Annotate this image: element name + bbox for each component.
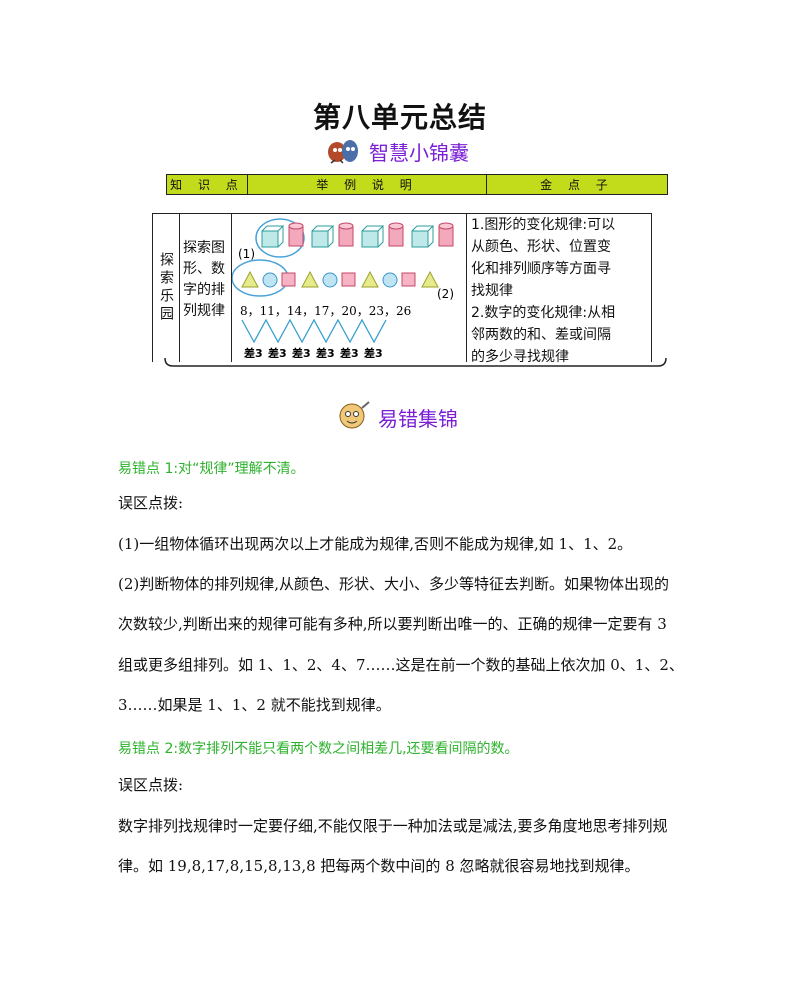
mascot-icon	[339, 401, 370, 429]
paragraph-line: 次数较少,判断出来的规律可能有多种,所以要判断出唯一的、正确的规律一定要有 3	[118, 615, 667, 633]
topic-line: 列规律	[183, 303, 225, 319]
tip-line: 找规律	[471, 283, 513, 299]
diff-label: 差3	[340, 346, 359, 360]
tip-line: 2.数字的变化规律:从相	[471, 305, 616, 321]
example-label-2: (2)	[437, 287, 454, 301]
tip-line: 从颜色、形状、位置变	[471, 239, 611, 255]
section-badge-wisdom: 智慧小锦囊	[323, 136, 469, 166]
paragraph-line: (1)一组物体循环出现两次以上才能成为规律,否则不能成为规律,如 1、1、2。	[118, 535, 633, 553]
diff-label: 差3	[316, 346, 335, 360]
page-title: 第八单元总结	[312, 101, 487, 134]
header-knowledge: 知 识 点	[167, 175, 248, 194]
section-title-mistakes: 易错集锦	[378, 406, 458, 431]
table-header: 知 识 点 举 例 说 明 金 点 子	[166, 174, 668, 195]
mistake-point-1: 易错点 1:对“规律”理解不清。	[118, 461, 305, 477]
topic-cell: 探索图 形、数 字的排 列规律	[180, 214, 232, 362]
number-sequence: 8，11，14，17，20，23，26	[240, 304, 411, 318]
pattern-illustration: (1) (2) 8，11，14，17，20，23，26 差3 差3 差3 差3 …	[231, 218, 454, 360]
topic-line: 探索图	[183, 240, 225, 256]
cube-icon	[261, 225, 285, 248]
category-cell: 探索乐园	[153, 214, 180, 362]
paragraph-line: 数字排列找规律时一定要仔细,不能仅限于一种加法或是减法,要多角度地思考排列规	[118, 817, 668, 835]
cylinder-icon	[288, 222, 304, 247]
header-tips: 金 点 子	[540, 178, 614, 192]
mistake-point-2: 易错点 2:数字排列不能只看两个数之间相差几,还要看间隔的数。	[118, 741, 519, 757]
tips-cell: 1.图形的变化规律:可以 从颜色、形状、位置变 化和排列顺序等方面寻 找规律 2…	[467, 214, 651, 365]
diff-label: 差3	[268, 346, 287, 360]
tip-line: 的多少寻找规律	[471, 349, 569, 365]
section-badge-mistakes: 易错集锦	[334, 400, 458, 434]
header-examples: 举 例 说 明	[248, 175, 487, 194]
analysis-heading-1: 误区点拨:	[118, 494, 184, 512]
diff-label: 差3	[364, 346, 383, 360]
mascot-icon	[328, 140, 358, 164]
diff-label: 差3	[292, 346, 311, 360]
tip-line: 1.图形的变化规律:可以	[471, 217, 616, 233]
topic-line: 形、数	[183, 261, 225, 277]
paragraph-line: 组或更多组排列。如 1、1、2、4、7……这是在前一个数的基础上依次加 0、1、…	[118, 656, 684, 674]
section-title-wisdom: 智慧小锦囊	[369, 140, 469, 165]
tip-line: 化和排列顺序等方面寻	[471, 261, 611, 277]
paragraph-line: (2)判断物体的排列规律,从颜色、形状、大小、多少等特征去判断。如果物体出现的	[118, 575, 670, 593]
paragraph-line: 3……如果是 1、1、2 就不能找到规律。	[118, 696, 391, 714]
summary-table: 探索乐园 探索图 形、数 字的排 列规律 (1)	[152, 213, 652, 365]
topic-line: 字的排	[183, 282, 225, 298]
example-label-1: (1)	[238, 247, 255, 261]
table-brace	[164, 357, 667, 367]
diff-label: 差3	[244, 346, 263, 360]
analysis-heading-2: 误区点拨:	[118, 776, 184, 794]
tip-line: 邻两数的和、差或间隔	[471, 327, 611, 343]
example-cell: (1) (2) 8，11，14，17，20，23，26 差3 差3 差3 差3 …	[231, 214, 467, 362]
paragraph-line: 律。如 19,8,17,8,15,8,13,8 把每两个数中间的 8 忽略就很容…	[118, 857, 640, 875]
